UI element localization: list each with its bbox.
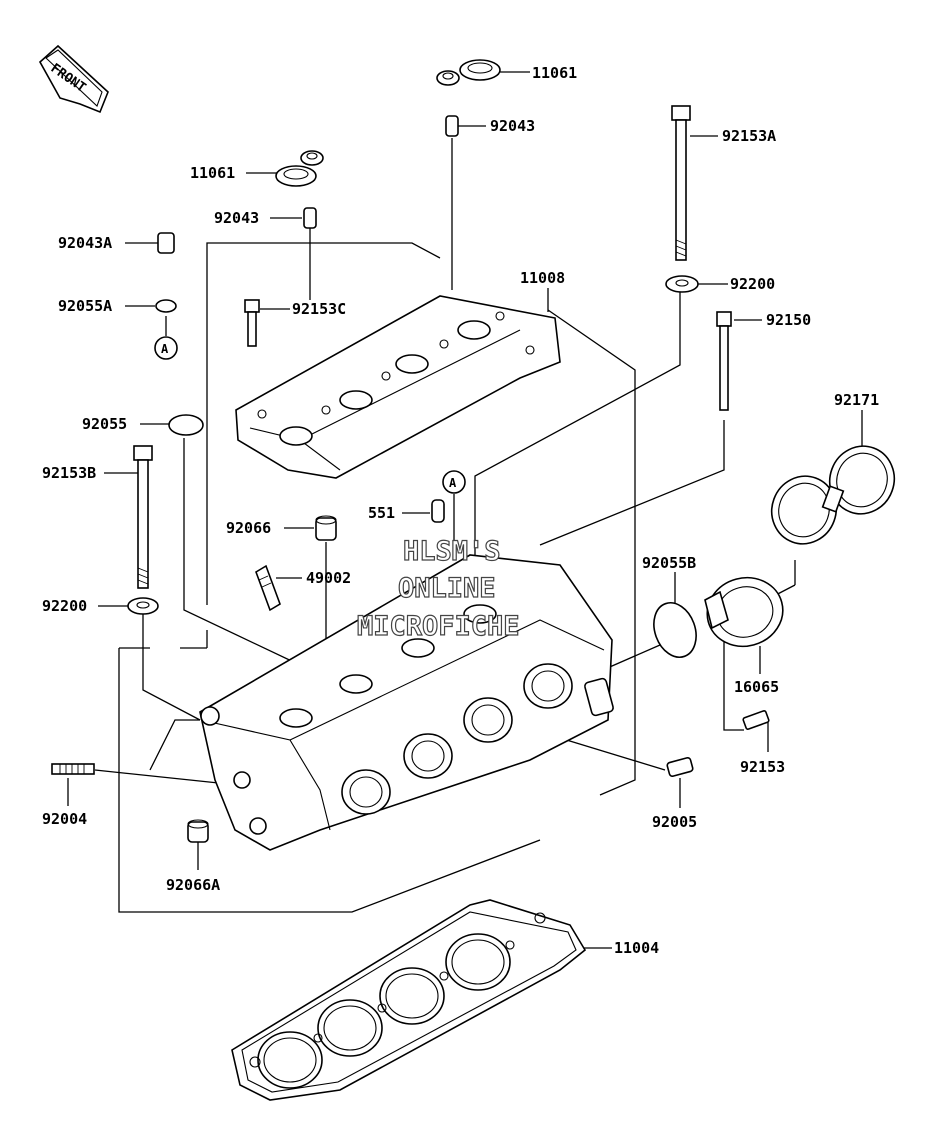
label-92005: 92005 — [652, 813, 697, 831]
label-92055: 92055 — [82, 415, 127, 433]
label-92150: 92150 — [766, 311, 811, 329]
watermark-line-2: ONLINE — [398, 573, 496, 604]
label-49002: 49002 — [306, 569, 351, 587]
label-92043-top: 92043 — [490, 117, 535, 135]
front-arrow-icon: FRONT — [38, 44, 109, 114]
washer-top — [665, 275, 699, 293]
fitting-92005 — [666, 757, 694, 777]
label-92200-top: 92200 — [730, 275, 775, 293]
svg-text:A: A — [449, 476, 457, 490]
bushing-92066 — [315, 517, 337, 541]
label-11004: 11004 — [614, 939, 659, 957]
watermark: HLSM'S ONLINE MICROFICHE — [356, 535, 520, 642]
dowel-pin-top — [445, 115, 459, 137]
label-11008: 11008 — [520, 269, 565, 287]
label-92004: 92004 — [42, 810, 87, 828]
head-bolt-a — [671, 105, 691, 261]
label-551: 551 — [368, 504, 395, 522]
pin-551 — [431, 499, 445, 523]
bolt-92153 — [742, 710, 770, 730]
washer-left — [127, 597, 159, 615]
valve-guide-49002 — [255, 564, 281, 612]
label-92153b: 92153B — [42, 464, 96, 482]
dowel-pin-a — [157, 232, 175, 254]
svg-text:A: A — [161, 342, 169, 356]
head-gasket-11004 — [231, 899, 587, 1101]
cam-plug-seal-left — [275, 150, 324, 187]
bolt-92150 — [716, 311, 732, 411]
bolt-92153c — [244, 299, 260, 347]
leader-lines — [67, 71, 863, 949]
head-bolt-b — [133, 445, 153, 589]
stud-92004 — [51, 763, 95, 775]
label-92153c: 92153C — [292, 300, 346, 318]
label-92043-left: 92043 — [214, 209, 259, 227]
reference-a-marker: A — [154, 336, 178, 360]
label-92200-left: 92200 — [42, 597, 87, 615]
label-92066: 92066 — [226, 519, 271, 537]
label-11061-top: 11061 — [532, 64, 577, 82]
label-92043a: 92043A — [58, 234, 112, 252]
part-labels: 11061 92043 11061 92043 92153A 92043A 11… — [42, 64, 879, 957]
o-ring-a — [155, 299, 177, 313]
camshaft-holder-11008 — [235, 295, 561, 479]
o-ring-92055 — [168, 414, 204, 436]
label-92171: 92171 — [834, 391, 879, 409]
o-ring-92055b — [653, 602, 697, 658]
watermark-line-3: MICROFICHE — [357, 611, 520, 642]
watermark-line-1: HLSM'S — [403, 536, 501, 567]
label-92055a: 92055A — [58, 297, 112, 315]
clamp-92171 — [770, 445, 896, 545]
label-92153: 92153 — [740, 758, 785, 776]
bushing-92066a — [187, 821, 209, 843]
label-11061-left: 11061 — [190, 164, 235, 182]
cylinder-head — [199, 554, 614, 851]
label-92153a: 92153A — [722, 127, 776, 145]
reference-a-marker-lower: A — [442, 470, 466, 494]
label-16065: 16065 — [734, 678, 779, 696]
label-92055b: 92055B — [642, 554, 696, 572]
holder-16065 — [704, 576, 784, 648]
cam-plug-seal-top — [436, 59, 501, 86]
label-92066a: 92066A — [166, 876, 220, 894]
dowel-pin-left — [303, 207, 317, 229]
